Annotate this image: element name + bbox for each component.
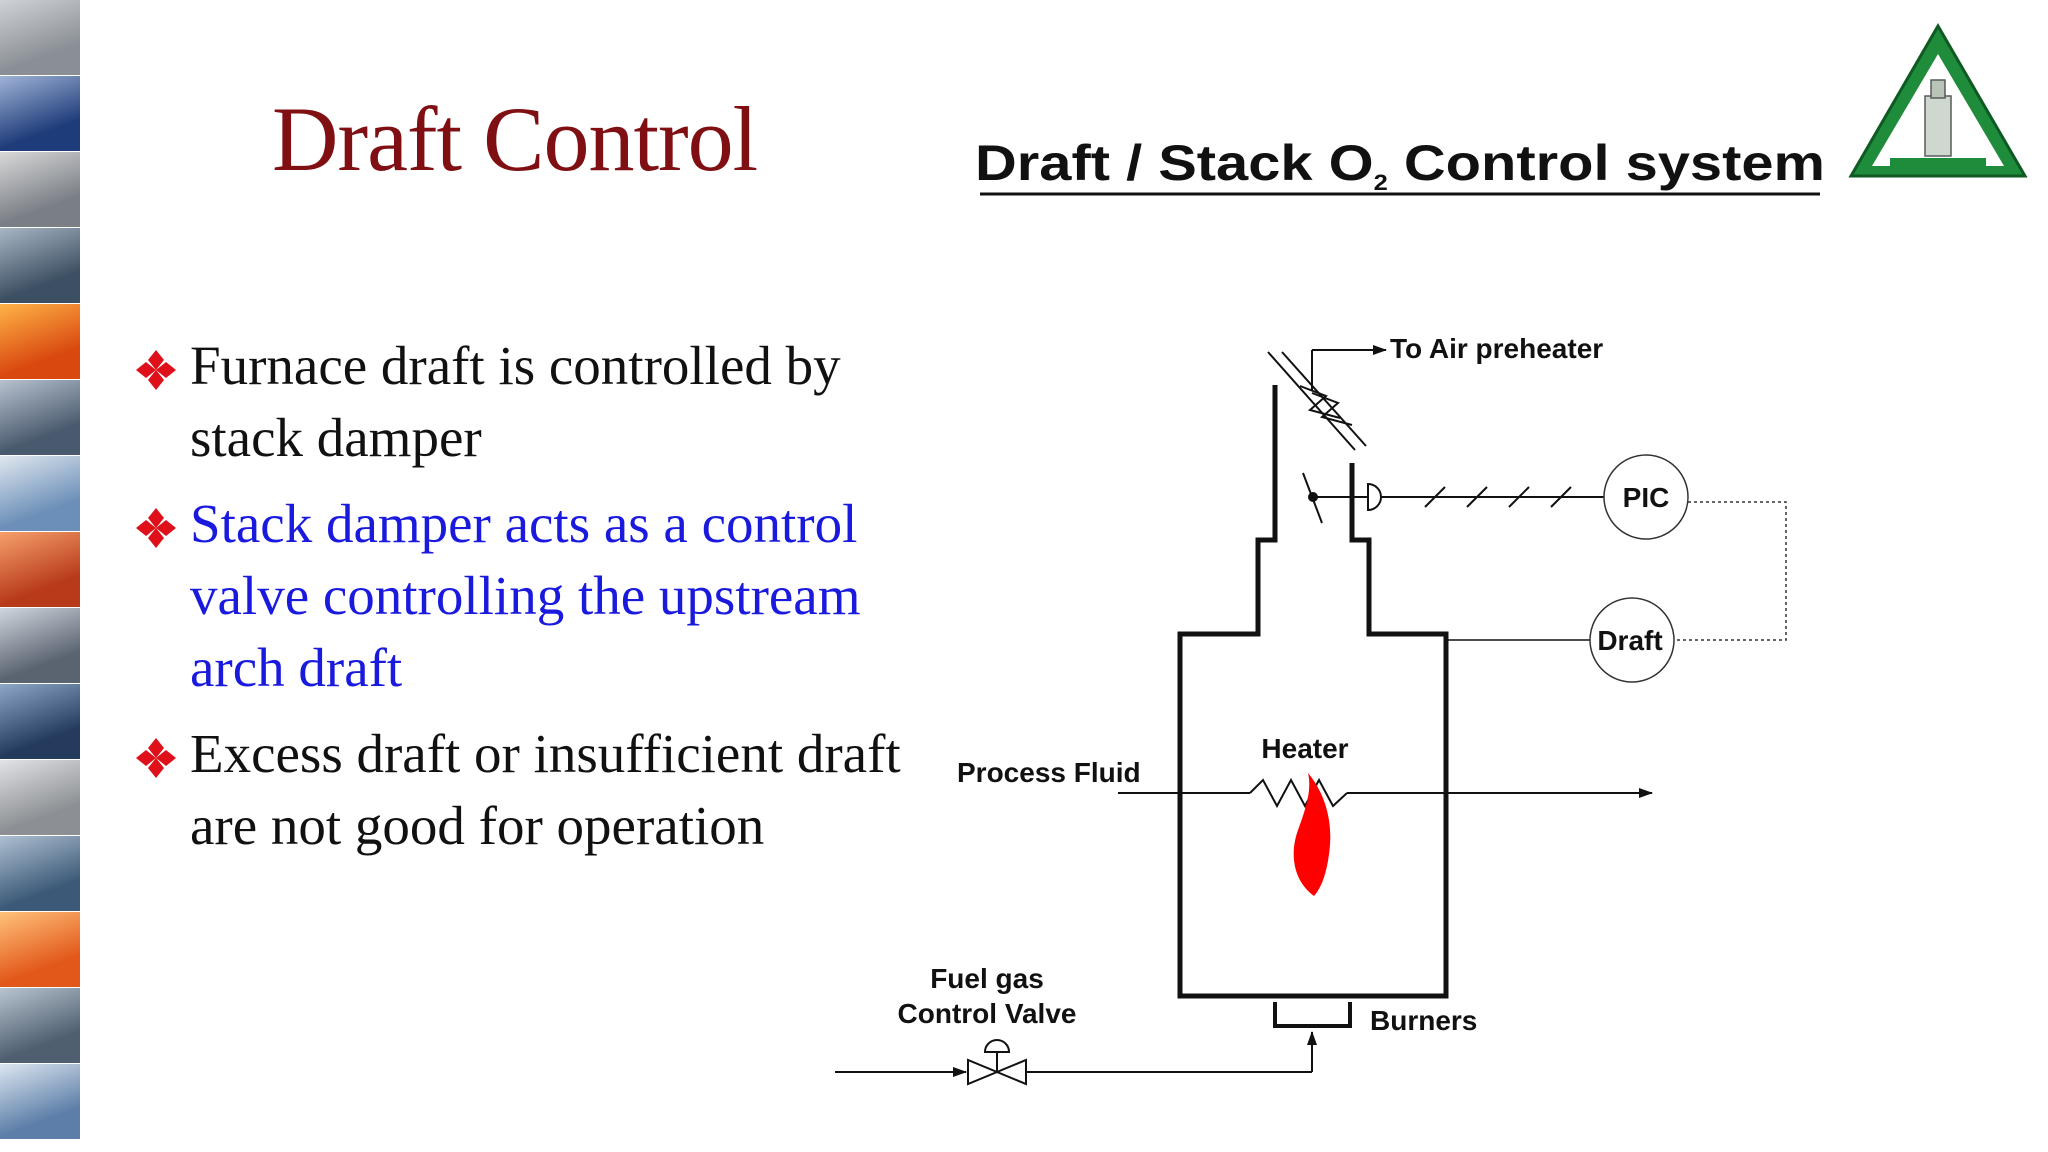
- diagram-heading-subscript: 2: [1374, 170, 1388, 195]
- slide-title: Draft Control: [272, 88, 758, 190]
- burners-label: Burners: [1370, 1005, 1477, 1036]
- decorative-photo-tile: [0, 456, 80, 532]
- decorative-photo-tile: [0, 988, 80, 1064]
- process-coil: [1118, 777, 1653, 809]
- air-preheater-duct: [1267, 345, 1387, 451]
- to-air-preheater-label: To Air preheater: [1390, 333, 1603, 364]
- decorative-photo-tile: [0, 380, 80, 456]
- diagram-heading-prefix: Draft / Stack O: [975, 135, 1374, 191]
- fuel-gas-line: [835, 1031, 1317, 1077]
- bullet-text: Furnace draft is controlled by stack dam…: [190, 335, 841, 468]
- bullet-item-excess-draft: Excess draft or insufficient draft are n…: [134, 718, 914, 862]
- decorative-photo-tile: [0, 532, 80, 608]
- fuel-gas-label-line1: Fuel gas: [930, 963, 1044, 994]
- four-diamond-bullet-icon: [136, 508, 176, 548]
- flame-icon: [1293, 773, 1331, 896]
- draft-transmitter-bubble: [1589, 597, 1675, 683]
- decorative-photo-tile: [0, 1064, 80, 1140]
- fuel-gas-control-valve: [967, 1039, 1027, 1086]
- bullet-text: Excess draft or insufficient draft are n…: [190, 723, 901, 856]
- decorative-photo-tile: [0, 912, 80, 988]
- heater-outline: [1177, 385, 1449, 999]
- draft-label: Draft: [1597, 625, 1662, 656]
- triangle-company-logo: [1848, 23, 2028, 178]
- decorative-photo-tile: [0, 0, 80, 76]
- decorative-photo-tile: [0, 76, 80, 152]
- burner-bracket: [1273, 1002, 1352, 1028]
- decorative-photo-strip: [0, 0, 80, 1152]
- bullet-list: Furnace draft is controlled by stack dam…: [134, 330, 914, 876]
- decorative-photo-tile: [0, 304, 80, 380]
- pic-label: PIC: [1623, 482, 1670, 513]
- heater-label: Heater: [1261, 733, 1348, 764]
- bullet-item-furnace-draft: Furnace draft is controlled by stack dam…: [134, 330, 914, 474]
- decorative-photo-tile: [0, 152, 80, 228]
- decorative-photo-tile: [0, 836, 80, 912]
- four-diamond-bullet-icon: [136, 738, 176, 778]
- signal-line: [1674, 501, 1787, 641]
- bullet-text: Stack damper acts as a control valve con…: [190, 493, 861, 698]
- stack-damper: [1302, 472, 1605, 524]
- decorative-photo-tile: [0, 684, 80, 760]
- bullet-item-stack-damper: Stack damper acts as a control valve con…: [134, 488, 914, 704]
- pic-controller-bubble: [1603, 454, 1689, 540]
- four-diamond-bullet-icon: [136, 350, 176, 390]
- fuel-gas-label-line2: Control Valve: [898, 998, 1077, 1029]
- process-fluid-label: Process Fluid: [957, 757, 1141, 788]
- decorative-photo-tile: [0, 608, 80, 684]
- decorative-photo-tile: [0, 760, 80, 836]
- decorative-photo-tile: [0, 228, 80, 304]
- diagram-heading-suffix: Control system: [1388, 135, 1825, 191]
